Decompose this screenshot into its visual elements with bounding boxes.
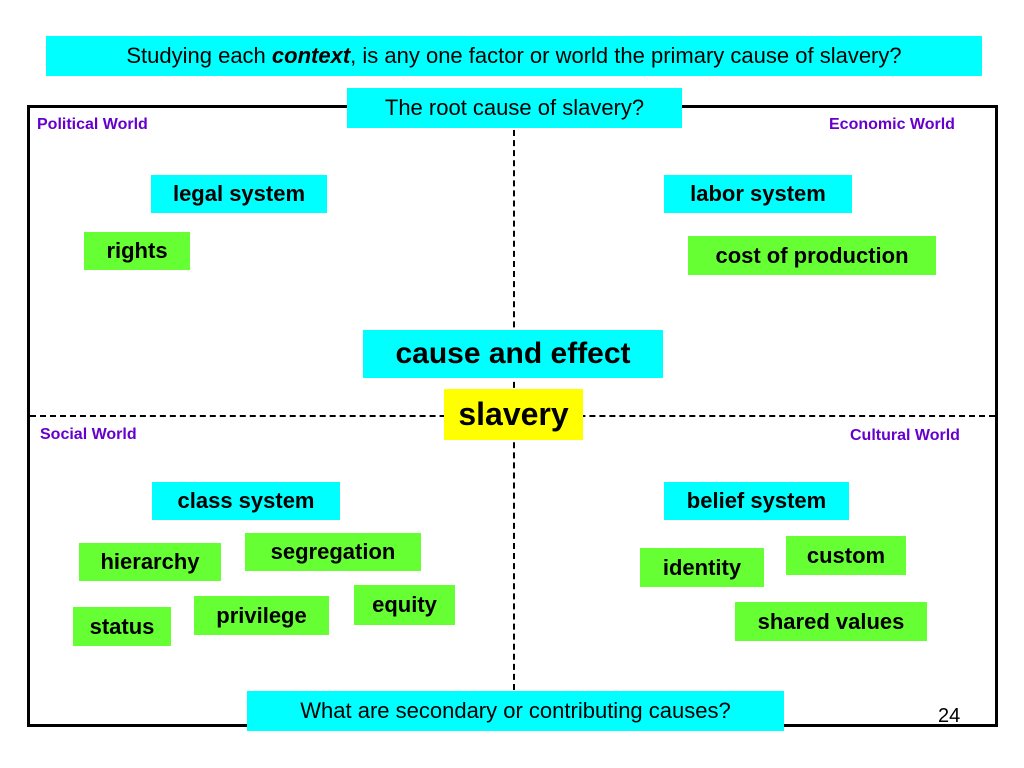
cultural-world-label: Cultural World xyxy=(850,427,960,444)
headline-text-after: , is any one factor or world the primary… xyxy=(350,43,902,68)
class-system-box: class system xyxy=(152,482,340,520)
political-world-label: Political World xyxy=(37,116,148,133)
economic-world-label: Economic World xyxy=(829,116,955,133)
root-cause-question: The root cause of slavery? xyxy=(347,88,682,128)
headline-box: Studying each context, is any one factor… xyxy=(46,36,982,76)
slavery-box: slavery xyxy=(444,389,583,440)
cost-of-production-box: cost of production xyxy=(688,236,936,275)
legal-system-box: legal system xyxy=(151,175,327,213)
rights-box: rights xyxy=(84,232,190,270)
custom-box: custom xyxy=(786,536,906,575)
status-box: status xyxy=(73,607,171,646)
secondary-causes-question: What are secondary or contributing cause… xyxy=(247,691,784,731)
belief-system-box: belief system xyxy=(664,482,849,520)
identity-box: identity xyxy=(640,548,764,587)
social-world-label: Social World xyxy=(40,426,137,443)
privilege-box: privilege xyxy=(194,596,329,635)
headline-emphasis: context xyxy=(271,43,351,68)
headline-text-before: Studying each xyxy=(126,43,272,68)
page-number: 24 xyxy=(938,705,961,727)
equity-box: equity xyxy=(354,585,455,625)
hierarchy-box: hierarchy xyxy=(79,543,221,581)
cause-and-effect-box: cause and effect xyxy=(363,330,663,378)
labor-system-box: labor system xyxy=(664,175,852,213)
segregation-box: segregation xyxy=(245,533,421,571)
shared-values-box: shared values xyxy=(735,602,927,641)
